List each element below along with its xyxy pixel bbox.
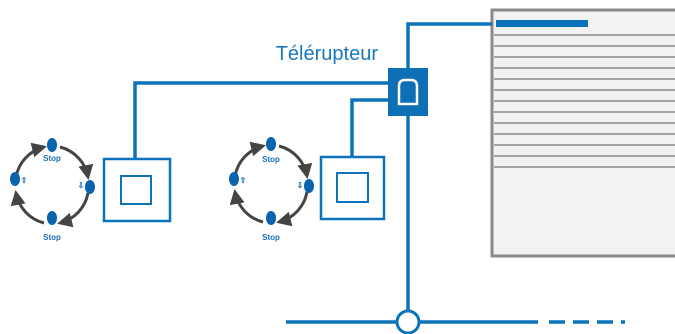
cycle-dot-top [266, 137, 276, 151]
push-button-switch-icon[interactable] [319, 155, 386, 221]
roller-shutter-icon [490, 8, 675, 258]
arrow-down-icon: ⇩ [78, 181, 85, 190]
arrow-up-icon: ⇧ [240, 176, 247, 185]
arrow-up-icon: ⇧ [21, 176, 28, 185]
cycle-dot-left [229, 172, 239, 186]
shutter-top-bar [496, 20, 588, 27]
cycle-sequence-icon: Stop Stop ⇧ ⇩ [229, 137, 314, 242]
cycle-dot-right [304, 179, 314, 193]
shutter-slats [494, 34, 675, 168]
wire-relay-to-shutter [406, 22, 492, 68]
cycle-dot-bottom [266, 211, 276, 225]
wire-switch1-to-relay [133, 81, 388, 160]
cycle-dot-right [85, 180, 95, 194]
push-button-switch-icon[interactable] [102, 157, 172, 223]
cycle-dot-left [10, 172, 20, 186]
cycle-dot-top [47, 138, 57, 152]
cycle-label-stop-bottom: Stop [43, 233, 61, 242]
arrow-down-icon: ⇩ [297, 181, 304, 190]
cycle-label-stop-top: Stop [262, 155, 280, 164]
junction-node [395, 309, 421, 334]
cycle-label-stop-bottom: Stop [262, 233, 280, 242]
relay-title: Télérupteur [276, 43, 379, 65]
cycle-sequence-icon: Stop Stop ⇧ ⇩ [10, 138, 95, 242]
relay-icon [388, 68, 428, 116]
wire-switch2-to-relay [350, 98, 388, 158]
cycle-dot-bottom [47, 211, 57, 225]
wires [133, 22, 625, 324]
cycle-label-stop-top: Stop [43, 154, 61, 163]
